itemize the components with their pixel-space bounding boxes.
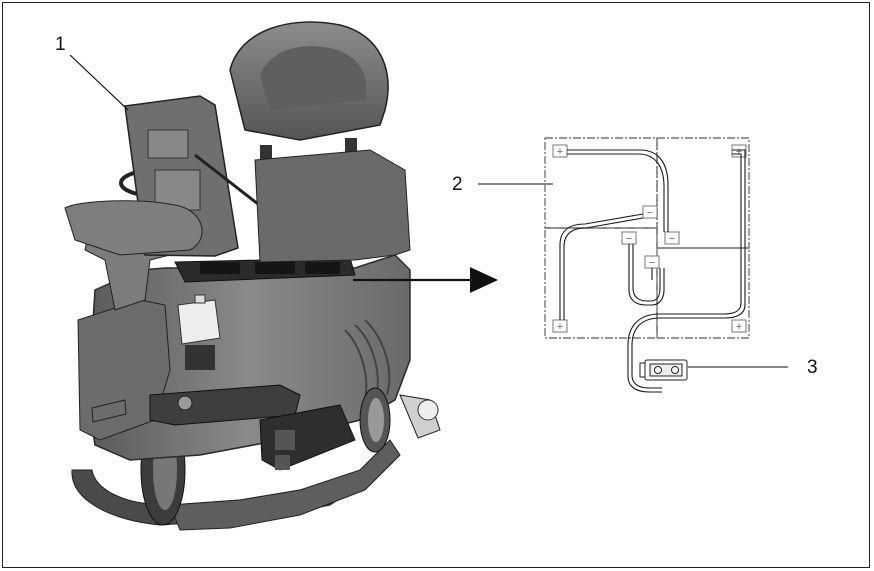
callout-3: 3 <box>807 357 818 378</box>
seat-base <box>254 149 411 263</box>
leader-line-1 <box>69 54 129 111</box>
squeegee <box>169 439 401 531</box>
battery-cable <box>631 149 746 389</box>
terminal-negative: − <box>669 233 675 245</box>
callout-2: 2 <box>452 174 463 195</box>
terminal-positive: + <box>557 321 563 333</box>
terminal-negative: − <box>649 257 655 269</box>
battery-cell <box>656 247 750 339</box>
arrow-head-icon <box>470 267 498 293</box>
terminal-positive: + <box>736 321 742 333</box>
battery-cell <box>544 227 658 339</box>
battery-cable <box>567 149 669 232</box>
callout-1: 1 <box>55 34 66 55</box>
seat-cushion <box>64 200 203 256</box>
terminal-positive: + <box>736 146 742 158</box>
terminal-negative: − <box>647 207 653 219</box>
battery-connector <box>639 359 688 381</box>
battery-cable <box>559 213 644 320</box>
battery-cable <box>628 244 665 306</box>
terminal-negative: − <box>626 233 632 245</box>
terminal-positive: + <box>557 146 563 158</box>
brush-deck <box>259 404 356 471</box>
